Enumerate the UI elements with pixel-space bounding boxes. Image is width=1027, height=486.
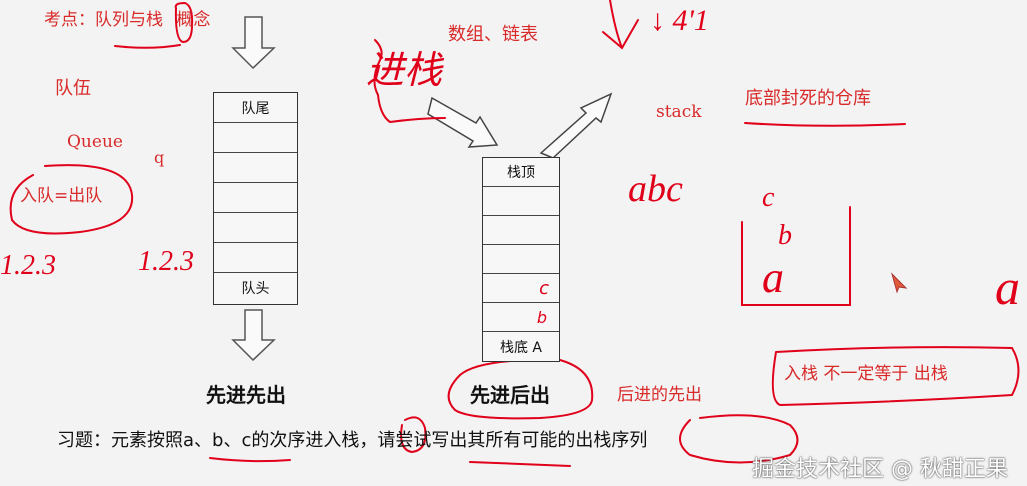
note-team: 队伍 bbox=[55, 78, 91, 99]
bracket-note bbox=[373, 39, 446, 124]
queue-caption: 先进先出 bbox=[206, 383, 286, 407]
cup-letter-c: c bbox=[762, 182, 775, 213]
stack-push-arrow bbox=[427, 96, 499, 148]
watermark: 掘金技术社区 @ 秋甜正果 bbox=[752, 457, 1008, 482]
note-lifo: 后进的先出 bbox=[617, 385, 702, 405]
queue-cell bbox=[214, 183, 297, 213]
note-enqueue-dequeue: 入队=出队 bbox=[20, 186, 103, 206]
queue-cell bbox=[214, 243, 297, 273]
underline-abc bbox=[209, 457, 291, 463]
circle-stack-exercise bbox=[400, 416, 427, 454]
title-topic: 队列与栈 bbox=[95, 10, 163, 30]
cup bbox=[741, 206, 851, 306]
exercise-text: 习题：元素按照a、b、c的次序进入栈，请尝试写出其所有可能的出栈序列 bbox=[57, 430, 648, 451]
note-stack: stack bbox=[656, 102, 702, 122]
hand-seq-1: 1.2.3 bbox=[0, 250, 56, 281]
queue-cell bbox=[214, 123, 297, 153]
underline-topic bbox=[114, 44, 181, 49]
circle-enqueue bbox=[9, 164, 134, 235]
queue-in-arrow bbox=[231, 16, 276, 70]
underline-desc bbox=[744, 122, 906, 127]
cursor-icon bbox=[891, 272, 908, 294]
stack-diagram: 栈顶 c b 栈底 A bbox=[482, 157, 560, 362]
queue-cell: 队头 bbox=[241, 281, 270, 297]
note-array-list: 数组、链表 bbox=[448, 24, 538, 45]
title-label: 考点： bbox=[44, 10, 95, 30]
cup-letter-a: a bbox=[762, 253, 784, 302]
queue-cell bbox=[214, 213, 297, 243]
down-arrow bbox=[602, 0, 639, 50]
note-queue: Queue bbox=[67, 132, 123, 152]
queue-cell bbox=[214, 153, 297, 183]
note-q: q bbox=[154, 148, 165, 167]
queue-out-arrow bbox=[231, 309, 276, 362]
box-note bbox=[771, 346, 1020, 407]
queue-diagram: 队尾 队头 bbox=[213, 92, 298, 305]
hand-edge-a: a bbox=[995, 259, 1020, 315]
circle-stack-char bbox=[174, 1, 194, 44]
stack-cell bbox=[483, 187, 559, 216]
hand-top: ↓ 4'1 bbox=[650, 4, 709, 37]
title-suffix: 概念 bbox=[176, 10, 211, 30]
hand-abc: abc bbox=[628, 168, 683, 210]
stack-cell: 栈底 A bbox=[499, 339, 543, 356]
hand-push: 进栈 bbox=[366, 50, 443, 92]
note-sealed-warehouse: 底部封死的仓库 bbox=[745, 88, 871, 109]
stack-caption: 先进后出 bbox=[470, 383, 550, 407]
circle-seq bbox=[679, 414, 799, 464]
stack-cell bbox=[483, 245, 559, 274]
stack-cell bbox=[483, 216, 559, 245]
stack-cell: c bbox=[483, 274, 559, 303]
stack-cell: b bbox=[483, 303, 559, 332]
stack-cell: 栈顶 bbox=[483, 158, 559, 187]
stack-pop-arrow bbox=[539, 92, 613, 159]
queue-cell: 队尾 bbox=[214, 93, 297, 123]
underline-try bbox=[469, 461, 571, 467]
cup-letter-b: b bbox=[778, 220, 792, 251]
note-push-not-equal-pop: 入栈 不一定等于 出栈 bbox=[784, 364, 948, 384]
hand-seq-2: 1.2.3 bbox=[138, 246, 194, 277]
